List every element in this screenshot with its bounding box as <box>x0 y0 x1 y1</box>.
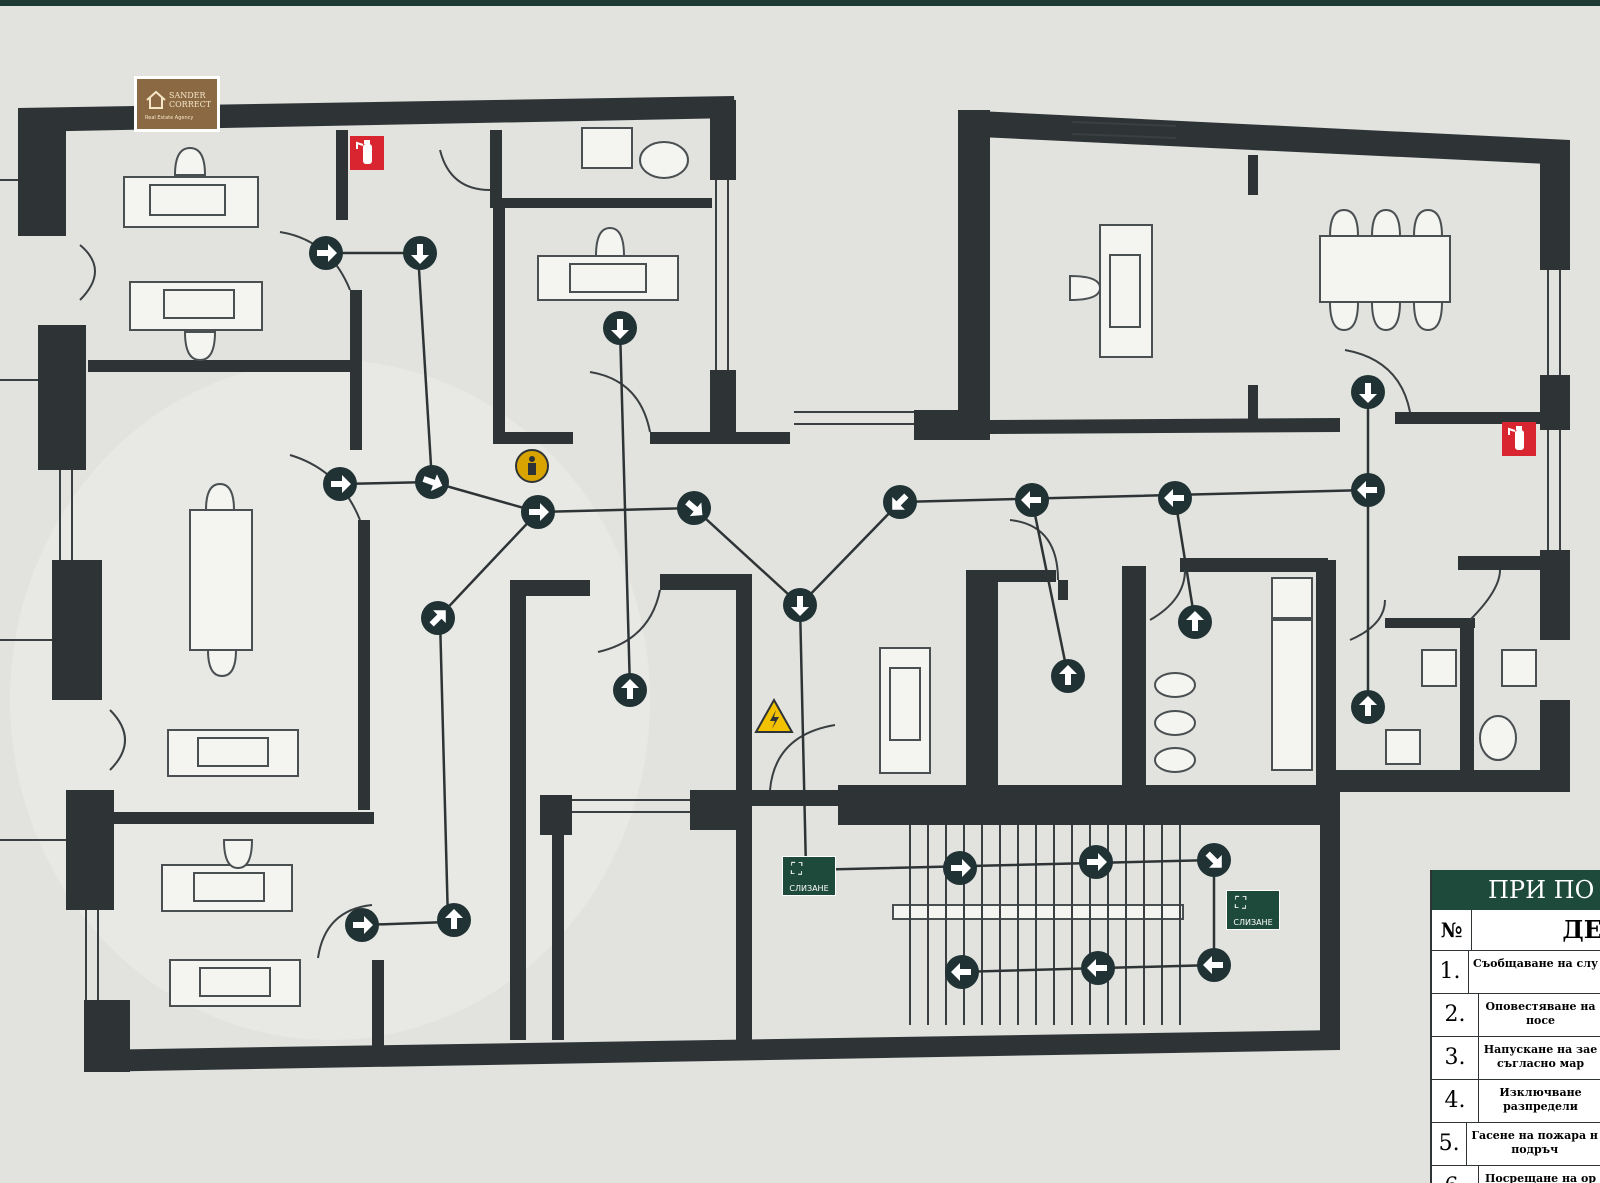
furniture <box>123 127 1537 1007</box>
stairs-exit-sign: ⛶ СЛИЗАНЕ <box>782 856 836 896</box>
fire-extinguisher-icon <box>1502 422 1536 456</box>
row-number: 1. <box>1432 951 1469 993</box>
agency-logo: SANDER CORRECT Real Estate Agency <box>134 76 220 132</box>
row-text: Гасене на пожара н подръч <box>1471 1129 1598 1156</box>
stairs-exit-icon: ⛶ <box>791 859 803 878</box>
emergency-exit-arrow-icon <box>613 673 647 707</box>
logo-tagline: Real Estate Agency <box>145 115 194 121</box>
logo-text: SANDER CORRECT <box>169 91 212 109</box>
stairs-exit-icon: ⛶ <box>1235 893 1247 912</box>
emergency-exit-arrow-icon <box>323 467 357 501</box>
table-row: 3. Напускане на зае съгласно мар <box>1432 1037 1600 1080</box>
emergency-exit-arrow-icon <box>883 485 917 519</box>
high-voltage-warning-icon <box>754 697 794 733</box>
emergency-exit-arrow-icon <box>783 588 817 622</box>
exit-sign-label: СЛИЗАНЕ <box>789 884 829 893</box>
emergency-exit-arrow-icon <box>1351 473 1385 507</box>
emergency-exit-arrow-icon <box>521 495 555 529</box>
instructions-table: ПРИ ПО № ДЕ 1. Съобщаване на слу 2. Опов… <box>1430 870 1600 1183</box>
emergency-exit-arrow-icon <box>309 236 343 270</box>
row-number: 6. <box>1432 1166 1479 1183</box>
house-logo-icon <box>146 90 166 109</box>
emergency-exit-arrow-icon <box>1197 843 1231 877</box>
emergency-exit-arrow-icon <box>415 465 449 499</box>
emergency-exit-arrow-icon <box>1178 605 1212 639</box>
emergency-exit-arrow-icon <box>1015 483 1049 517</box>
table-row: 5. Гасене на пожара н подръч <box>1432 1123 1600 1166</box>
row-number: 4. <box>1432 1080 1479 1122</box>
table-header: № ДЕ <box>1432 910 1600 951</box>
row-text: Посрещане на ор <box>1484 1172 1597 1183</box>
emergency-exit-arrow-icon <box>945 955 979 989</box>
row-text: Съобщаване на слу <box>1472 957 1598 970</box>
row-text: Изключване разпредели <box>1499 1086 1582 1113</box>
exit-sign-label: СЛИЗАНЕ <box>1233 918 1273 927</box>
emergency-exit-arrow-icon <box>421 601 455 635</box>
stairs-exit-sign: ⛶ СЛИЗАНЕ <box>1226 890 1280 930</box>
fire-extinguisher-icon <box>350 136 384 170</box>
board-frame <box>0 0 1600 6</box>
windows <box>0 121 1561 1000</box>
table-row: 6. Посрещане на ор <box>1432 1166 1600 1183</box>
column-action: ДЕ <box>1562 915 1600 944</box>
emergency-exit-arrow-icon <box>1351 375 1385 409</box>
instructions-title: ПРИ ПО <box>1432 870 1600 910</box>
row-number: 2. <box>1432 994 1479 1036</box>
emergency-exit-arrow-icon <box>603 311 637 345</box>
column-number: № <box>1432 910 1473 950</box>
first-aid-person-icon <box>515 449 549 483</box>
emergency-exit-arrow-icon <box>1081 951 1115 985</box>
emergency-exit-arrow-icon <box>1351 690 1385 724</box>
emergency-exit-arrow-icon <box>1051 659 1085 693</box>
evacuation-markers <box>309 236 1385 989</box>
emergency-exit-arrow-icon <box>943 851 977 885</box>
table-row: 1. Съобщаване на слу <box>1432 951 1600 994</box>
row-number: 5. <box>1432 1123 1468 1165</box>
emergency-exit-arrow-icon <box>1197 948 1231 982</box>
emergency-exit-arrow-icon <box>437 903 471 937</box>
emergency-exit-arrow-icon <box>1079 845 1113 879</box>
row-text: Напускане на зае съгласно мар <box>1483 1043 1598 1070</box>
emergency-exit-arrow-icon <box>677 491 711 525</box>
emergency-exit-arrow-icon <box>345 908 379 942</box>
stairs <box>909 825 1181 1025</box>
emergency-exit-arrow-icon <box>1158 481 1192 515</box>
table-row: 2. Оповестяване на посе <box>1432 994 1600 1037</box>
row-number: 3. <box>1432 1037 1479 1079</box>
emergency-exit-arrow-icon <box>403 236 437 270</box>
row-text: Оповестяване на посе <box>1485 1000 1596 1027</box>
table-row: 4. Изключване разпредели <box>1432 1080 1600 1123</box>
